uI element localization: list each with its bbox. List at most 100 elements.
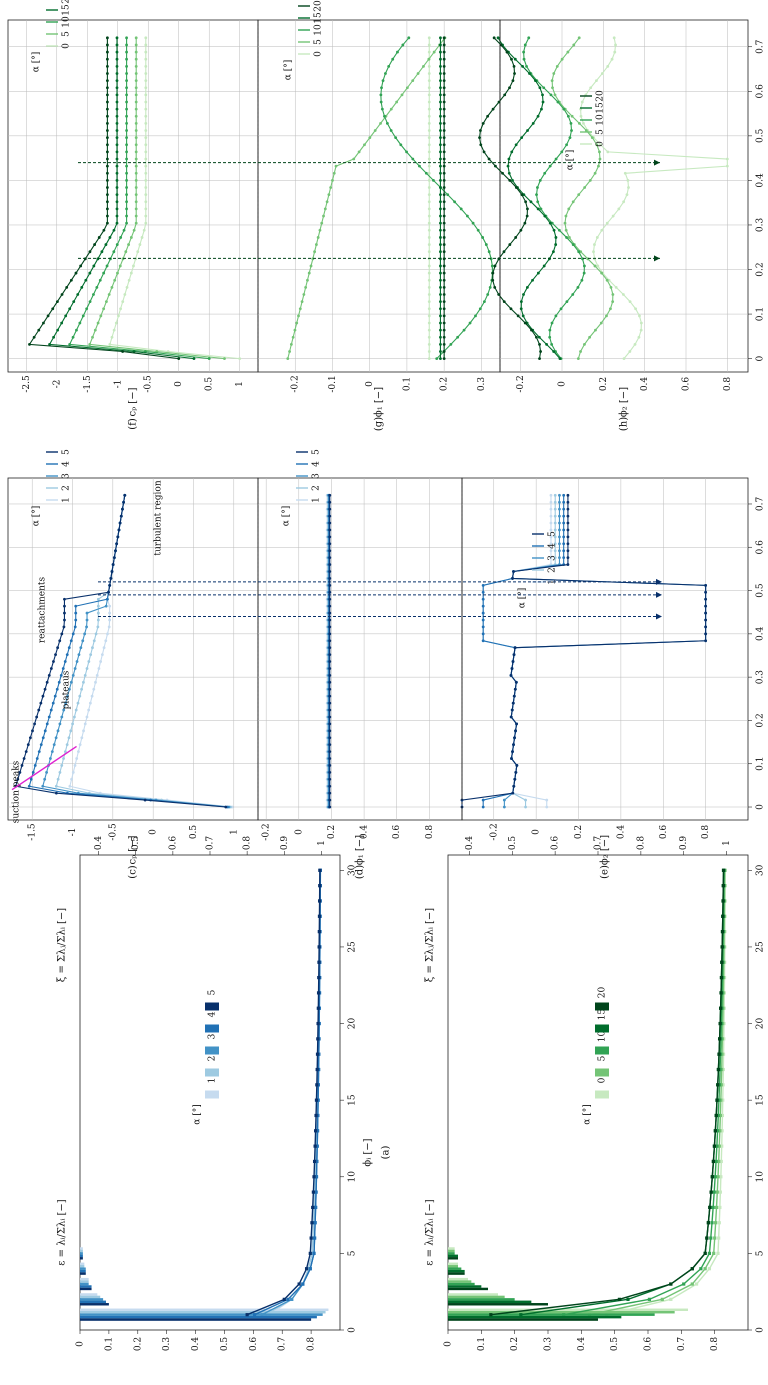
series-marker bbox=[98, 278, 102, 282]
series-marker bbox=[442, 86, 446, 90]
series-marker bbox=[125, 221, 128, 225]
series-marker bbox=[105, 100, 109, 104]
series-marker bbox=[352, 157, 356, 161]
series-marker bbox=[442, 200, 446, 204]
series-marker bbox=[611, 214, 615, 218]
cumulative-marker bbox=[709, 1236, 713, 1240]
series-marker bbox=[442, 293, 446, 296]
series-marker bbox=[379, 100, 383, 104]
series-marker bbox=[105, 64, 109, 68]
series-marker bbox=[134, 100, 138, 104]
series-marker bbox=[442, 228, 446, 232]
series-marker bbox=[439, 350, 442, 353]
series-marker bbox=[612, 36, 616, 40]
series-marker bbox=[595, 236, 599, 239]
series-marker bbox=[639, 328, 643, 332]
series-marker bbox=[115, 243, 119, 246]
cumulative-marker bbox=[715, 1190, 719, 1194]
series-marker bbox=[92, 264, 96, 268]
eigen-bar bbox=[448, 1254, 458, 1258]
series-marker bbox=[553, 521, 557, 525]
series-marker bbox=[442, 278, 446, 282]
cumulative-marker bbox=[721, 884, 725, 888]
series-marker bbox=[74, 271, 78, 275]
series-marker bbox=[427, 50, 431, 54]
series-marker bbox=[549, 493, 553, 497]
series-marker bbox=[105, 107, 109, 111]
cumulative-marker bbox=[315, 1144, 319, 1148]
legend-label: 0 bbox=[62, 43, 72, 49]
x-tick-label: 0.2 bbox=[756, 713, 766, 727]
y2-tick-label: 0.4 bbox=[94, 836, 104, 851]
series-marker bbox=[144, 107, 148, 111]
series-line bbox=[88, 37, 225, 360]
series-marker bbox=[442, 136, 446, 140]
series-marker bbox=[125, 179, 128, 182]
series-marker bbox=[73, 625, 77, 629]
series-marker bbox=[105, 43, 109, 47]
cumulative-marker bbox=[717, 1236, 721, 1240]
series-marker bbox=[522, 293, 525, 296]
series-marker bbox=[552, 72, 556, 75]
series-marker bbox=[57, 680, 61, 684]
legend-label: 5 bbox=[314, 39, 324, 45]
series-marker bbox=[45, 722, 49, 726]
y2-tick-label: 0.9 bbox=[280, 836, 290, 851]
series-marker bbox=[549, 514, 553, 518]
series-marker bbox=[72, 715, 76, 719]
series-marker bbox=[453, 200, 456, 204]
series-marker bbox=[442, 207, 446, 211]
series-marker bbox=[725, 157, 729, 161]
eigen-bar bbox=[448, 1277, 468, 1281]
series-marker bbox=[119, 236, 123, 239]
series-marker bbox=[328, 674, 332, 677]
series-marker bbox=[115, 136, 119, 140]
series-line bbox=[380, 37, 494, 360]
series-marker bbox=[427, 157, 431, 161]
series-marker bbox=[35, 715, 39, 719]
series-marker bbox=[85, 625, 88, 629]
y-axis-label: ϕ₂ [−] bbox=[619, 387, 630, 417]
x-tick-label: 5 bbox=[756, 1250, 766, 1256]
series-marker bbox=[48, 757, 52, 760]
cumulative-marker bbox=[718, 1113, 722, 1118]
series-marker bbox=[439, 79, 442, 82]
series-marker bbox=[562, 107, 566, 111]
series-marker bbox=[328, 570, 332, 573]
series-marker bbox=[54, 791, 58, 795]
series-marker bbox=[144, 57, 148, 61]
series-marker bbox=[609, 285, 613, 289]
y-tick-label: -1 bbox=[113, 380, 123, 389]
series-marker bbox=[125, 57, 128, 61]
series-marker bbox=[442, 335, 446, 339]
series-marker bbox=[26, 743, 30, 747]
legend-swatch bbox=[595, 1046, 609, 1055]
series-marker bbox=[427, 293, 431, 296]
series-marker bbox=[96, 321, 100, 325]
series-marker bbox=[583, 186, 587, 189]
series-marker bbox=[510, 667, 514, 670]
series-marker bbox=[479, 129, 482, 132]
eigen-bar bbox=[448, 1311, 675, 1314]
series-marker bbox=[381, 79, 385, 82]
series-marker bbox=[71, 722, 74, 726]
eigen-bar bbox=[448, 1265, 458, 1268]
series-marker bbox=[289, 342, 293, 346]
series-marker bbox=[439, 186, 442, 189]
series-marker bbox=[566, 500, 570, 504]
series-marker bbox=[562, 549, 566, 553]
series-marker bbox=[134, 143, 138, 147]
series-marker bbox=[134, 186, 138, 189]
series-marker bbox=[309, 264, 313, 268]
x-tick-label: 0.6 bbox=[756, 540, 766, 555]
series-marker bbox=[379, 93, 383, 97]
series-marker bbox=[125, 50, 128, 54]
series-marker bbox=[523, 321, 527, 325]
y-tick-label: 0.5 bbox=[220, 1337, 230, 1352]
cumulative-marker bbox=[260, 1313, 264, 1317]
series-marker bbox=[439, 100, 442, 104]
x-tick-label: 0.5 bbox=[756, 583, 766, 598]
cumulative-marker bbox=[318, 884, 322, 888]
series-marker bbox=[144, 100, 148, 104]
series-marker bbox=[92, 293, 95, 296]
